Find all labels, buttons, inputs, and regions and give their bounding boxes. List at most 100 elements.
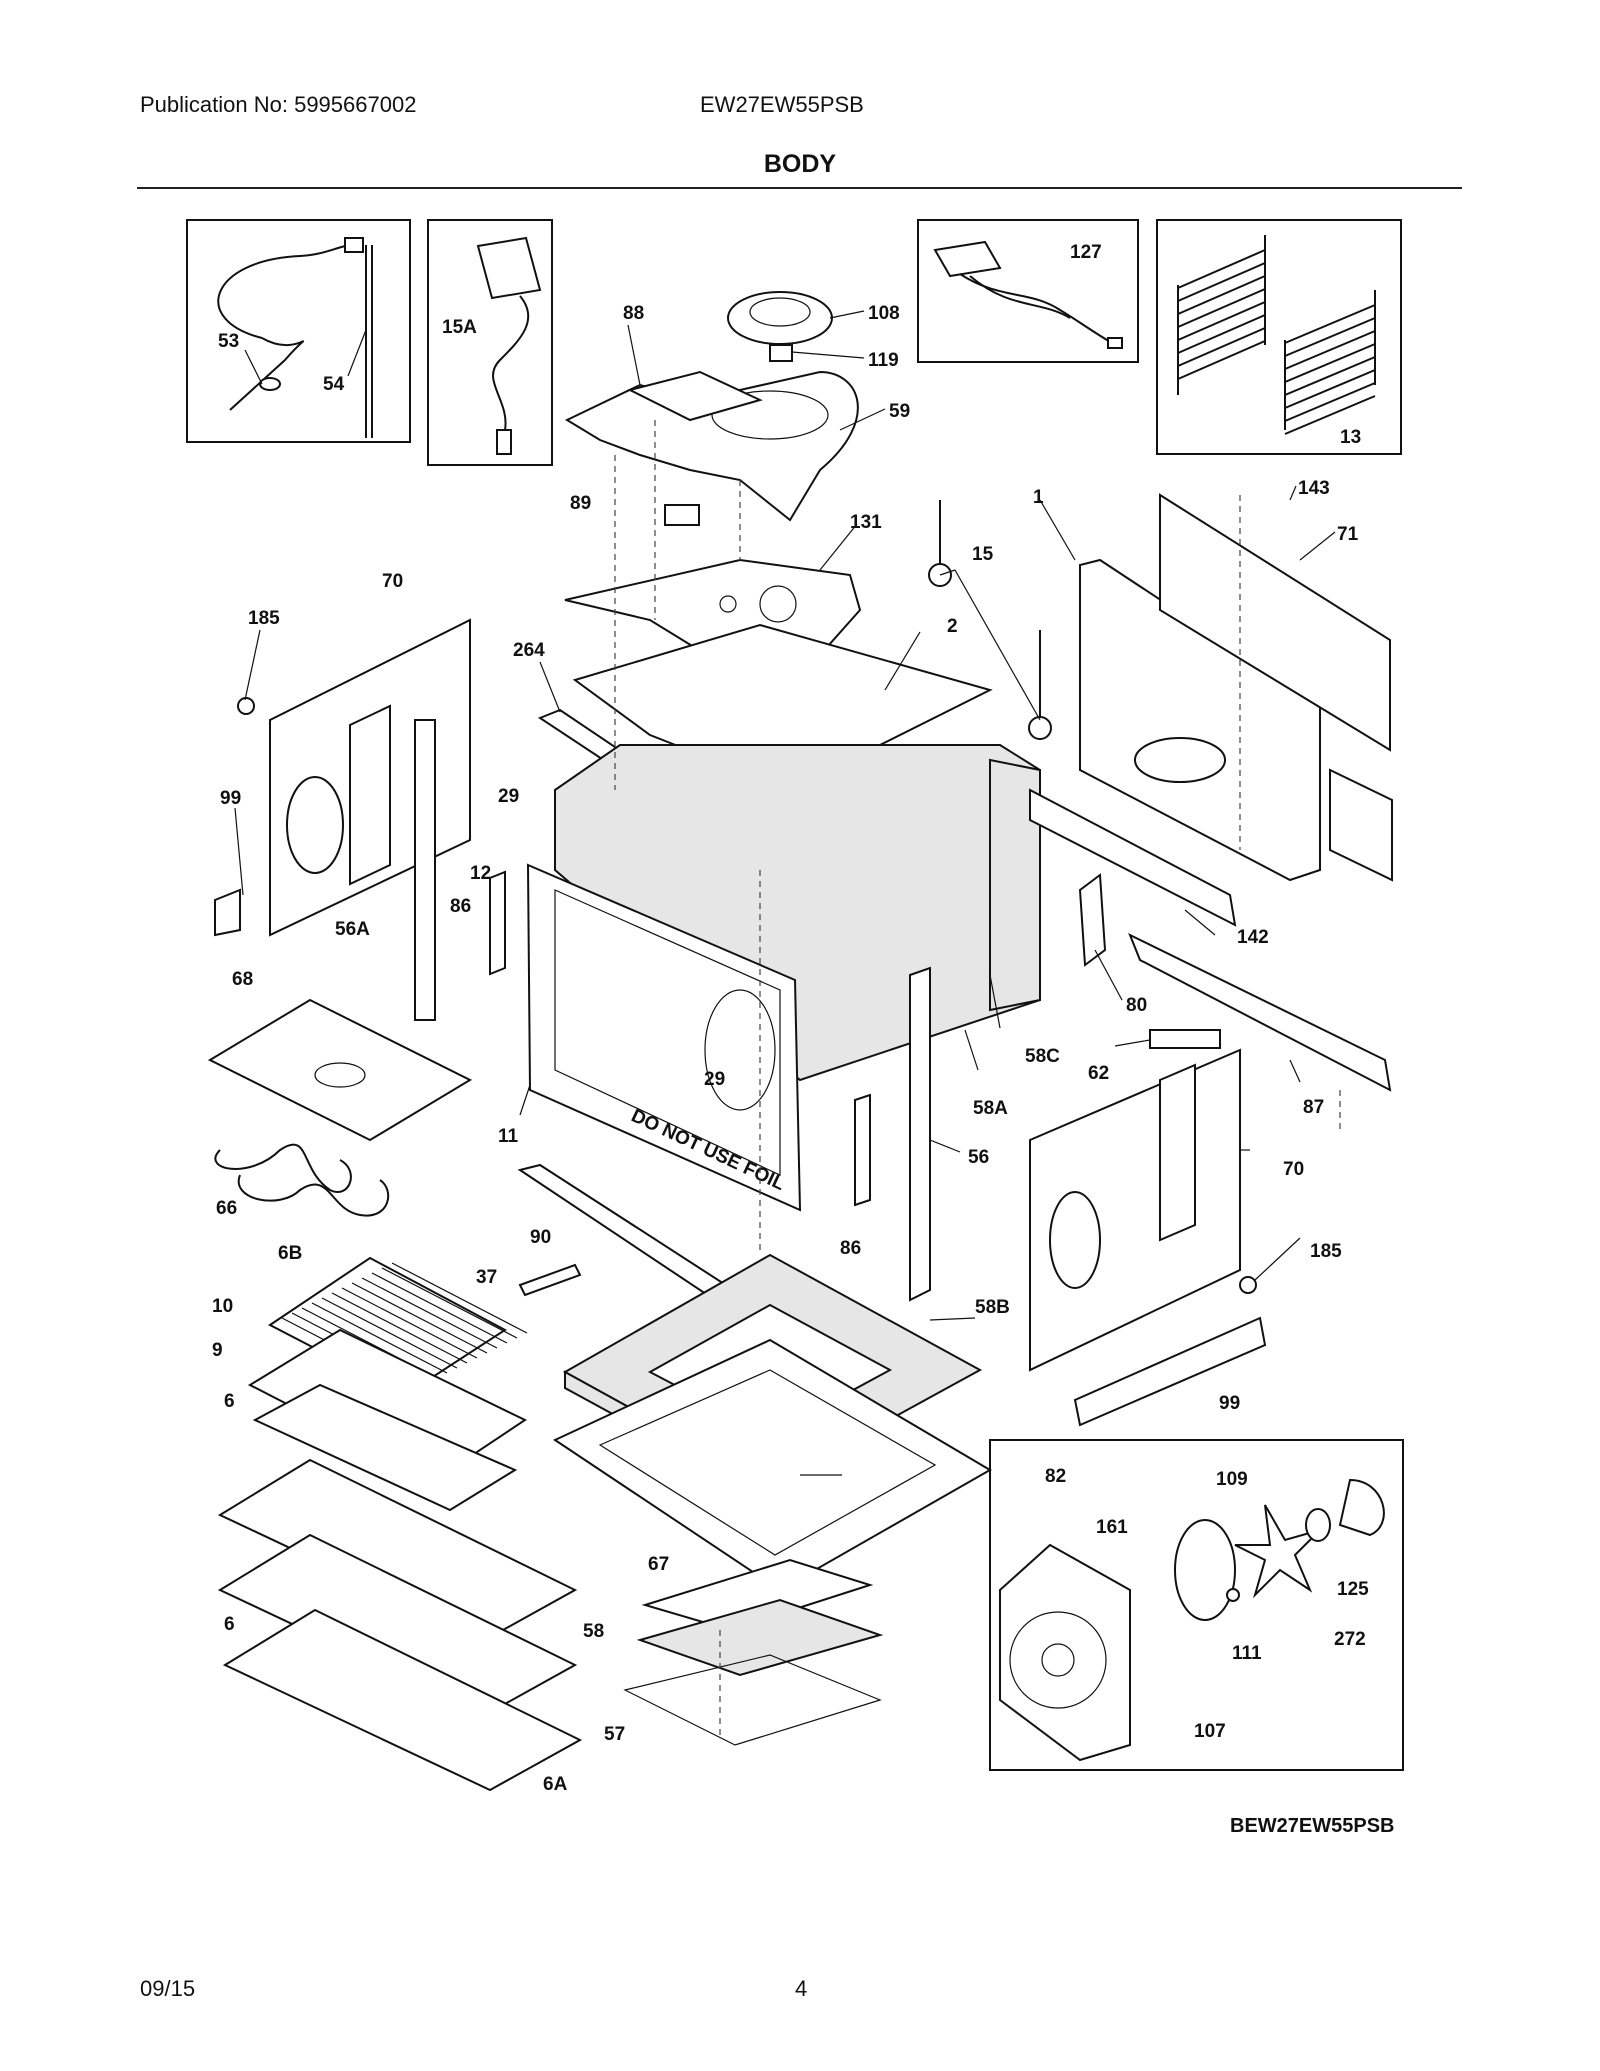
callout-15A: 15A xyxy=(442,317,477,338)
oven-cavity: DO NOT USE FOIL xyxy=(526,744,1041,1212)
inset-box-module xyxy=(427,219,553,466)
callout-82: 82 xyxy=(1045,1466,1066,1487)
rack-wire xyxy=(311,1302,448,1374)
rack-wire xyxy=(361,1277,498,1349)
callout-59: 59 xyxy=(889,401,910,422)
title-divider xyxy=(137,187,1462,189)
wire-harness xyxy=(933,240,1123,349)
rack-rung xyxy=(1284,304,1376,344)
rack-rung xyxy=(1284,356,1376,396)
rack-rung xyxy=(1284,395,1376,435)
callout-127: 127 xyxy=(1070,242,1102,263)
callout-56: 56 xyxy=(968,1147,989,1168)
callout-131: 131 xyxy=(850,512,882,533)
callout-13: 13 xyxy=(1340,427,1361,448)
convection-fan xyxy=(999,1478,1385,1762)
trim-strips xyxy=(489,870,931,1302)
callout-86-upper: 86 xyxy=(450,896,471,917)
callout-6-upper: 6 xyxy=(224,1391,235,1412)
rack-wire xyxy=(381,1267,518,1339)
rack-rung xyxy=(1284,369,1376,409)
sensor-rod xyxy=(518,1263,582,1297)
alignment-lines xyxy=(614,420,1341,1740)
blower-assembly xyxy=(564,291,859,526)
callout-86-lower: 86 xyxy=(840,1238,861,1259)
callout-54: 54 xyxy=(323,374,345,395)
rack-rung xyxy=(1284,343,1376,383)
inset-box-racks xyxy=(1156,219,1402,455)
callout-90: 90 xyxy=(530,1227,551,1248)
callout-119: 119 xyxy=(868,350,899,371)
callout-9: 9 xyxy=(212,1340,223,1361)
callout-70-lower: 70 xyxy=(1283,1159,1304,1180)
model-number: EW27EW55PSB xyxy=(700,92,864,117)
callout-57: 57 xyxy=(604,1724,625,1745)
callout-58: 58 xyxy=(583,1621,604,1642)
rack-rung xyxy=(1177,249,1266,289)
callout-111: 111 xyxy=(1232,1643,1262,1664)
callout-87: 87 xyxy=(1303,1097,1324,1118)
rack-rung xyxy=(1177,262,1266,302)
callout-185-lower: 185 xyxy=(1310,1241,1342,1262)
rack-wire xyxy=(391,1262,528,1334)
page-title: BODY xyxy=(763,150,837,178)
callout-6-lower: 6 xyxy=(224,1614,235,1635)
callout-58A: 58A xyxy=(973,1098,1008,1119)
callout-29-upper: 29 xyxy=(498,786,519,807)
rack-rung xyxy=(1177,301,1266,341)
footer-date: 09/15 xyxy=(140,1976,196,2001)
rack-rung xyxy=(1177,314,1266,354)
rack-rung xyxy=(1284,382,1376,422)
callout-56A: 56A xyxy=(335,919,370,940)
callout-161: 161 xyxy=(1096,1517,1128,1538)
callout-108: 108 xyxy=(868,303,900,324)
rack-rung xyxy=(1177,288,1266,328)
rack-rung xyxy=(1177,340,1266,380)
callout-15: 15 xyxy=(972,544,994,565)
leader-lines xyxy=(234,310,1336,1476)
callout-109: 109 xyxy=(1216,1469,1248,1490)
callout-99-left: 99 xyxy=(220,788,241,809)
callout-107: 107 xyxy=(1194,1721,1226,1742)
callout-264: 264 xyxy=(513,640,545,661)
rack-wire xyxy=(341,1287,478,1359)
callout-6A: 6A xyxy=(543,1774,568,1795)
callout-142: 142 xyxy=(1237,927,1269,948)
publication-number: Publication No: 5995667002 xyxy=(140,92,417,117)
callout-58B: 58B xyxy=(975,1297,1010,1318)
callout-67: 67 xyxy=(648,1554,669,1575)
callout-58C: 58C xyxy=(1025,1046,1060,1067)
rack-rung xyxy=(1284,330,1376,370)
callout-66: 66 xyxy=(216,1198,237,1219)
rack-rung xyxy=(1177,327,1266,367)
callout-88: 88 xyxy=(623,303,644,324)
right-brackets xyxy=(1029,788,1392,1092)
callout-80: 80 xyxy=(1126,995,1147,1016)
callout-71: 71 xyxy=(1337,524,1359,545)
oven-racks xyxy=(217,1256,583,1792)
callout-272: 272 xyxy=(1334,1629,1366,1650)
meat-probe xyxy=(217,237,373,438)
callout-185-upper: 185 xyxy=(248,608,280,629)
right-side-panel xyxy=(1079,493,1393,882)
callout-68: 68 xyxy=(232,969,253,990)
inset-box-probe xyxy=(186,219,411,443)
page-number: 4 xyxy=(795,1976,808,2001)
rack-wire xyxy=(351,1282,488,1354)
callout-2: 2 xyxy=(947,616,958,637)
callout-10: 10 xyxy=(212,1296,233,1317)
rack-wire xyxy=(331,1292,468,1364)
callout-29-inner: 29 xyxy=(704,1069,725,1090)
rack-wire xyxy=(371,1272,508,1344)
lower-right-panel xyxy=(1029,1048,1267,1427)
callout-62: 62 xyxy=(1088,1063,1109,1084)
bottom-support xyxy=(552,1338,992,1592)
callout-1: 1 xyxy=(1033,487,1044,508)
inset-box-harness xyxy=(917,219,1139,363)
callout-70-upper: 70 xyxy=(382,571,403,592)
rack-rung xyxy=(1177,275,1266,315)
callout-labels: 53 54 15A 88 108 119 59 127 13 89 131 1 … xyxy=(212,242,1369,1795)
callout-99-right: 99 xyxy=(1219,1393,1240,1414)
callout-125: 125 xyxy=(1337,1579,1369,1600)
